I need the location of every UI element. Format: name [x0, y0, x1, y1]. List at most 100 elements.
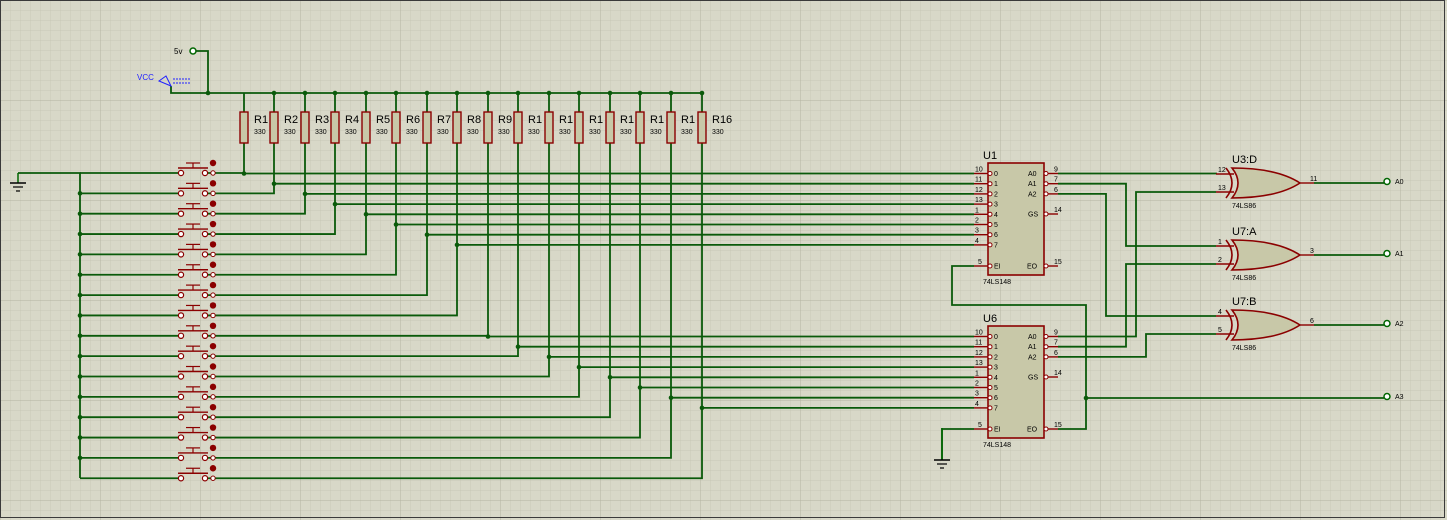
- vcc-symbol: [157, 75, 173, 87]
- resistor-ref: R1: [559, 114, 573, 126]
- pin-name: 0: [994, 171, 998, 178]
- push-switch-14[interactable]: [177, 424, 217, 441]
- gate-ref: U3:D: [1232, 154, 1257, 166]
- resistor-body: [513, 111, 523, 144]
- terminal-circle: [1383, 392, 1391, 401]
- push-switch-7[interactable]: [177, 281, 217, 299]
- encoder-u6[interactable]: U674LS148100111122133142536475EI9A07A16A…: [974, 313, 1062, 449]
- push-switch-12[interactable]: [177, 383, 217, 401]
- push-switch-13[interactable]: [177, 404, 217, 421]
- pin-bubble: [1043, 334, 1049, 339]
- junction-dot: [424, 232, 430, 237]
- junction-dot: [546, 354, 552, 360]
- push-switch-6[interactable]: [177, 261, 217, 278]
- push-switch-2[interactable]: [177, 180, 217, 197]
- push-switch-5[interactable]: [177, 241, 217, 258]
- switch-pin: [177, 271, 185, 278]
- switch-led: [209, 180, 217, 187]
- output-terminal-a3[interactable]: A3: [1383, 392, 1404, 402]
- vcc-terminal[interactable]: VCC: [137, 73, 191, 87]
- resistor-ref: R16: [712, 114, 732, 126]
- resistor-value: 330: [376, 129, 388, 136]
- push-switch-10[interactable]: [177, 342, 217, 360]
- wire-vcc-bus: [170, 86, 702, 94]
- pin-number: 4: [1218, 309, 1222, 316]
- supply-label: 5v: [174, 47, 182, 56]
- switch-pin: [201, 190, 209, 197]
- terminal-circle: [1383, 319, 1391, 328]
- switch-pin: [177, 312, 185, 319]
- push-switch-15[interactable]: [177, 444, 217, 462]
- pin-number: 3: [975, 228, 979, 235]
- pin-bubble: [1043, 181, 1049, 187]
- output-terminal-a2[interactable]: A2: [1383, 319, 1404, 329]
- push-switch-9[interactable]: [177, 322, 217, 339]
- push-switch-8[interactable]: [177, 302, 217, 319]
- resistor-bank: R1330R2330R3330R4330R5330R6330R7330R8330…: [239, 93, 732, 144]
- pin-number: 3: [1310, 248, 1314, 255]
- switch-pin: [201, 210, 209, 217]
- vcc-label: VCC: [137, 73, 154, 82]
- switch-pin: [177, 454, 185, 462]
- pin-name: 4: [994, 375, 998, 382]
- junction-dot: [332, 201, 338, 207]
- pin-name: A2: [1028, 191, 1037, 198]
- output-terminal-a1[interactable]: A1: [1383, 249, 1404, 259]
- wires: [18, 50, 1384, 480]
- resistor-value: 330: [345, 129, 357, 136]
- output-terminal-a0[interactable]: A0: [1383, 177, 1404, 187]
- push-switch-3[interactable]: [177, 200, 217, 217]
- pin-name: 5: [994, 222, 998, 229]
- supply-5v[interactable]: 5v: [174, 47, 197, 56]
- switch-pin: [177, 332, 185, 339]
- switch-pin: [177, 373, 185, 380]
- pin-number: 2: [975, 218, 979, 225]
- chip-ref: U6: [983, 313, 997, 325]
- switch-led: [209, 281, 217, 289]
- terminal-label: A1: [1395, 251, 1404, 258]
- switch-bank: [177, 159, 217, 482]
- terminal-label: A3: [1395, 394, 1404, 401]
- push-switch-1[interactable]: [177, 159, 217, 177]
- gate-ref: U7:A: [1232, 226, 1257, 238]
- push-switch-11[interactable]: [177, 363, 217, 380]
- resistor-value: 330: [406, 129, 418, 136]
- pin-number: 15: [1054, 422, 1062, 429]
- push-switch-16[interactable]: [177, 465, 217, 482]
- resistor-body: [361, 111, 371, 144]
- pin-bubble: [987, 344, 993, 350]
- switch-pin: [201, 352, 209, 360]
- wire-5v: [196, 50, 209, 93]
- wire-switch-to-resistor: [208, 143, 641, 439]
- junction-dot: [77, 211, 83, 216]
- encoder-u1[interactable]: U174LS148100111122133142536475EI9A07A16A…: [974, 150, 1062, 286]
- pin-bubble: [1043, 263, 1049, 269]
- resistor-ref: R3: [315, 114, 329, 126]
- wire-switch-to-resistor: [208, 143, 397, 276]
- resistor-body: [666, 111, 676, 144]
- resistor-body: [391, 111, 401, 144]
- pin-name: 1: [994, 344, 998, 351]
- pin-number: 7: [1054, 177, 1058, 184]
- push-switch-4[interactable]: [177, 220, 217, 238]
